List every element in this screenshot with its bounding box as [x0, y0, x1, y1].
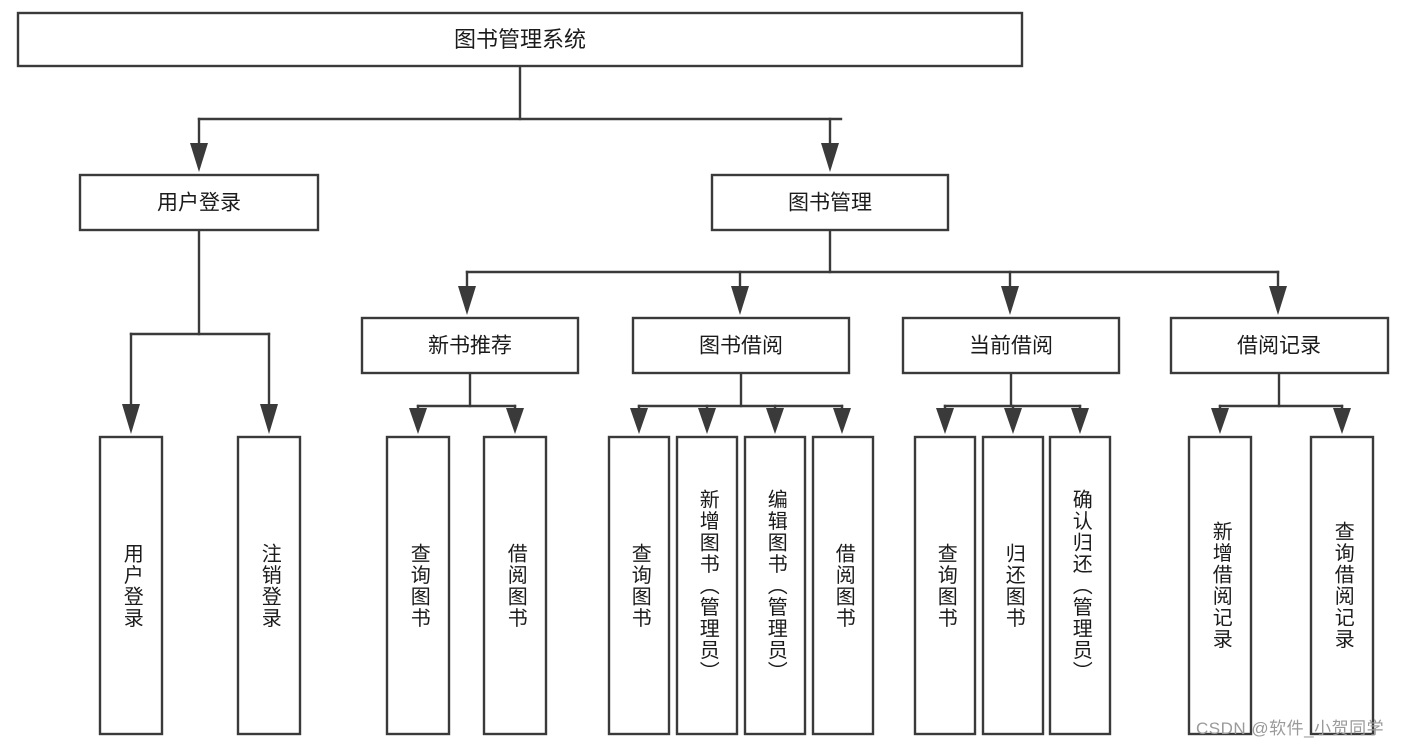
arrow-head-borrowbook-leaf-1	[630, 408, 648, 434]
arrow-head-borrowrecord	[1269, 286, 1287, 315]
arrow-head-borrowrecord-leaf-1	[1211, 408, 1229, 434]
leaf-box-borrow-book[interactable]	[811, 435, 875, 736]
node-level2-current-borrow-label: 当前借阅	[969, 335, 1053, 358]
leaf-box-confirm-return-admin[interactable]	[1048, 435, 1112, 736]
arrow-head-borrowbook-leaf-4	[833, 408, 851, 434]
arrow-head-newbook-leaf-1	[409, 408, 427, 434]
node-level2-current-borrow[interactable]: 当前借阅	[901, 316, 1121, 375]
watermark-text: CSDN @软件_小贺同学	[1196, 719, 1385, 738]
leaf-box-query-borrow-record[interactable]	[1309, 435, 1375, 736]
node-level2-new-book-recommend-box[interactable]	[360, 316, 580, 375]
node-level2-borrow-record-label: 借阅记录	[1237, 335, 1321, 358]
node-level1-user-login[interactable]: 用户登录	[78, 173, 320, 232]
node-level2-book-borrow-box[interactable]	[631, 316, 851, 375]
arrow-head-currentborrow-leaf-3	[1071, 408, 1089, 434]
node-level1-book-management-box[interactable]	[710, 173, 950, 232]
node-level1-book-management[interactable]: 图书管理	[710, 173, 950, 232]
node-root[interactable]: 图书管理系统	[16, 11, 1024, 68]
leaf-box-borrow-book-newbook[interactable]	[482, 435, 548, 736]
node-level2-new-book-recommend-label: 新书推荐	[428, 335, 512, 358]
node-level1-user-login-label: 用户登录	[157, 192, 241, 215]
node-level2-borrow-record-box[interactable]	[1169, 316, 1390, 375]
node-level2-current-borrow-box[interactable]	[901, 316, 1121, 375]
leaf-box-edit-book-admin[interactable]	[743, 435, 807, 736]
arrow-head-currentborrow-leaf-2	[1004, 408, 1022, 434]
arrow-head-borrowbook-leaf-3	[766, 408, 784, 434]
leaf-box-query-book-newbook[interactable]	[385, 435, 451, 736]
leaf-box-add-borrow-record[interactable]	[1187, 435, 1253, 736]
arrow-head-currentborrow	[1001, 286, 1019, 315]
node-root-label: 图书管理系统	[454, 27, 586, 52]
arrow-head-borrowbook-leaf-2	[698, 408, 716, 434]
arrow-head-newbook	[458, 286, 476, 315]
arrow-head-borrowrecord-leaf-2	[1333, 408, 1351, 434]
leaf-box-query-book-current[interactable]	[913, 435, 977, 736]
arrow-head-logout-leaf	[260, 404, 278, 434]
node-level2-new-book-recommend[interactable]: 新书推荐	[360, 316, 580, 375]
leaf-box-user-login[interactable]	[98, 435, 164, 736]
arrow-head-user-login-leaf	[122, 404, 140, 434]
leaf-box-layer	[98, 435, 1375, 736]
arrow-head-borrowbook	[731, 286, 749, 315]
connector-layer	[122, 64, 1351, 434]
arrow-head-newbook-leaf-2	[506, 408, 524, 434]
leaf-box-logout[interactable]	[236, 435, 302, 736]
arrow-head-bookmgmt	[821, 143, 839, 172]
leaf-box-return-book[interactable]	[981, 435, 1045, 736]
arrow-head-currentborrow-leaf-1	[936, 408, 954, 434]
arrow-head-login	[190, 143, 208, 172]
node-level2-book-borrow[interactable]: 图书借阅	[631, 316, 851, 375]
node-level1-user-login-box[interactable]	[78, 173, 320, 232]
leaf-box-add-book-admin[interactable]	[675, 435, 739, 736]
leaf-box-query-book-borrow[interactable]	[607, 435, 671, 736]
node-level2-borrow-record[interactable]: 借阅记录	[1169, 316, 1390, 375]
node-level2-book-borrow-label: 图书借阅	[699, 335, 783, 358]
node-level1-book-management-label: 图书管理	[788, 192, 872, 215]
node-root-box[interactable]	[16, 11, 1024, 68]
